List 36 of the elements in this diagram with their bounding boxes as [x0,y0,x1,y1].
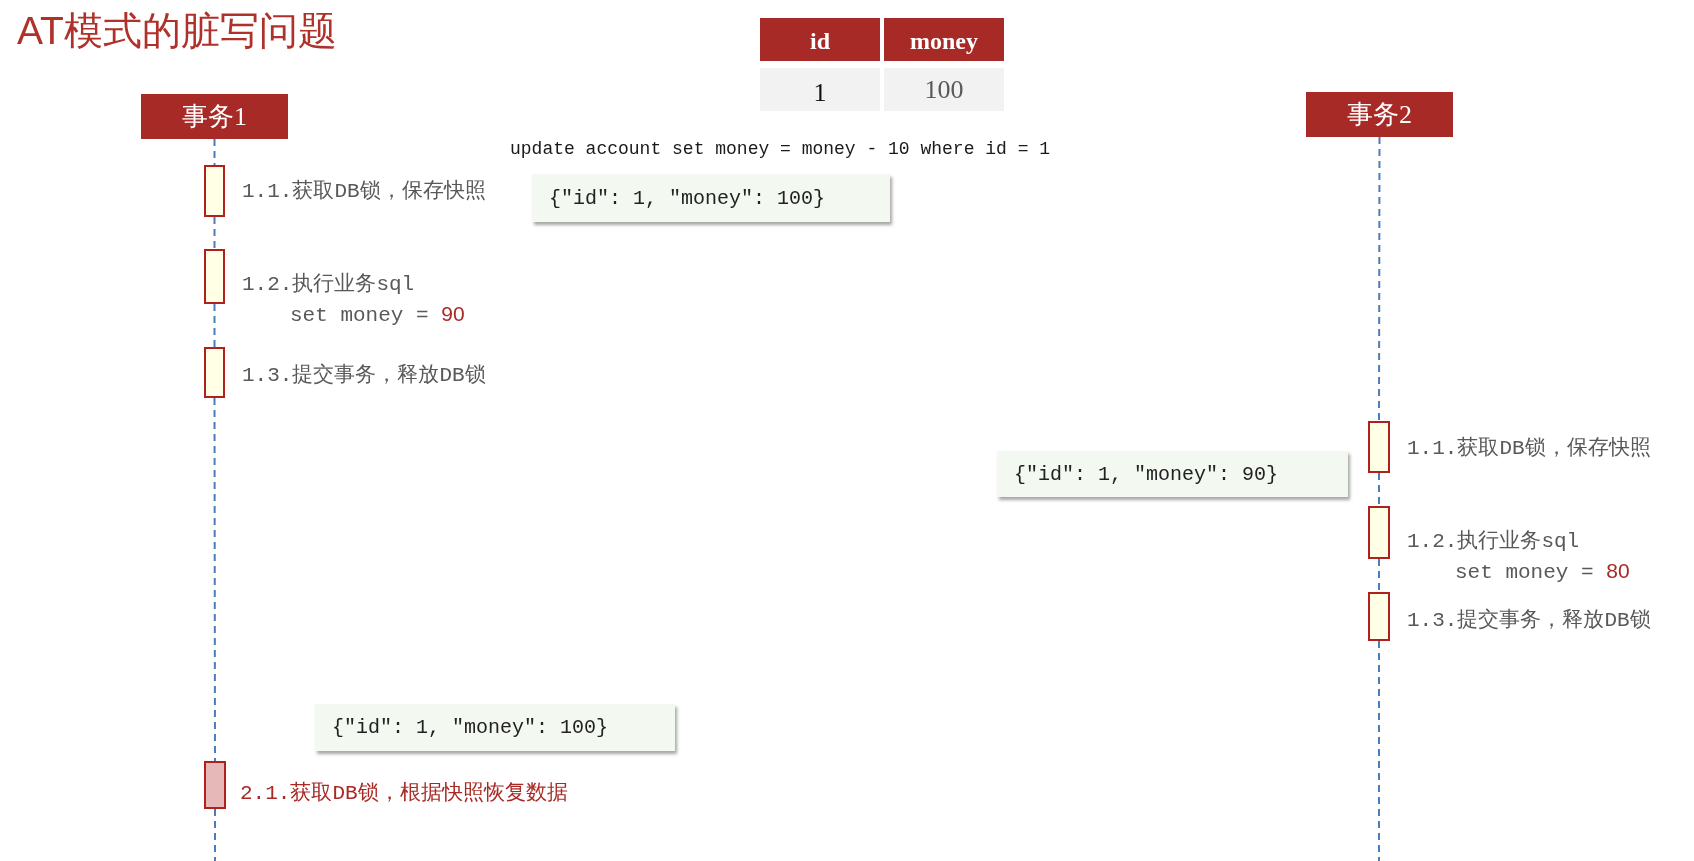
lifeline [213,138,216,166]
step-label: 1.3.提交事务，释放DB锁 [242,362,486,389]
lifeline [1378,558,1380,593]
table-cell: 1 [760,68,880,111]
activation-bar [1368,506,1390,559]
step-label: 1.1.获取DB锁，保存快照 [1407,435,1651,462]
step-label: set money = 90 [290,301,465,329]
title: AT模式的脏写问题 [17,8,337,54]
step-label: 1.2.执行业务sql [1407,528,1580,555]
step-label: set money = 80 [1455,558,1630,586]
table-header-cell: money [884,18,1004,61]
sql-statement: update account set money = money - 10 where id = 1 [510,138,1051,161]
lifeline [213,303,216,348]
activation-bar [1368,421,1390,473]
json-box: {"id": 1, "money": 100} [532,174,890,222]
lifeline [213,397,216,762]
activation-bar [204,165,225,217]
activation-bar [204,347,225,398]
participant-box: 事务1 [141,94,288,139]
json-box: {"id": 1, "money": 90} [997,451,1348,497]
lifeline [1378,472,1380,507]
activation-bar [204,249,225,304]
json-box: {"id": 1, "money": 100} [315,704,675,751]
table-header-cell: id [760,18,880,61]
activation-bar [204,761,226,809]
participant-box: 事务2 [1306,92,1453,137]
lifeline [213,216,216,250]
lifeline [1378,640,1380,861]
lifeline [1378,136,1381,422]
lifeline [214,808,216,861]
step-label: 1.3.提交事务，释放DB锁 [1407,607,1651,634]
step-label: 1.1.获取DB锁，保存快照 [242,178,486,205]
table-cell: 100 [884,68,1004,111]
step-label: 1.2.执行业务sql [242,271,415,298]
activation-bar [1368,592,1390,641]
step-label: 2.1.获取DB锁，根据快照恢复数据 [240,780,568,807]
